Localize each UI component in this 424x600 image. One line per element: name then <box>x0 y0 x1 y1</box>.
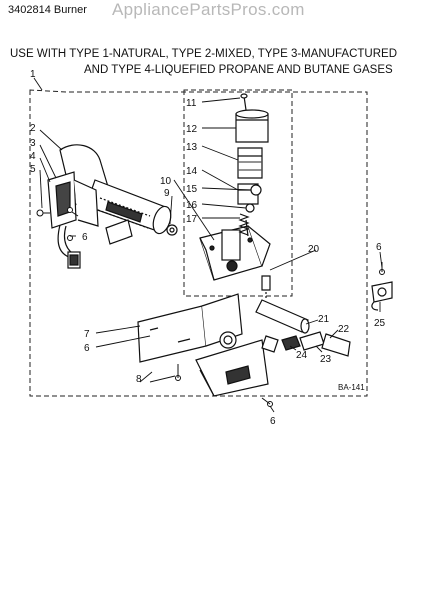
callout-20: 20 <box>308 244 320 255</box>
callout-14: 14 <box>186 166 198 177</box>
callout-8: 8 <box>136 374 142 385</box>
callout-6: 6 <box>376 242 382 253</box>
callout-9: 9 <box>164 188 170 199</box>
callout-25: 25 <box>374 318 386 329</box>
callout-3: 3 <box>30 138 36 149</box>
pipe-clip <box>371 281 393 311</box>
callout-6: 6 <box>270 416 276 427</box>
watermark: AppliancePartsPros.com <box>112 0 305 19</box>
callout-22: 22 <box>338 324 350 335</box>
callout-5: 5 <box>30 164 36 175</box>
gas-type-note-line-2: AND TYPE 4-LIQUEFIED PROPANE AND BUTANE … <box>84 64 393 76</box>
callout-7: 7 <box>84 329 90 340</box>
igniter-wire <box>57 224 81 269</box>
callout-13: 13 <box>186 142 198 153</box>
callout-16: 16 <box>186 200 198 211</box>
callout-23: 23 <box>320 354 332 365</box>
callout-15: 15 <box>186 184 198 195</box>
callout-1: 1 <box>30 69 36 80</box>
gas-type-note-line-1: USE WITH TYPE 1-NATURAL, TYPE 2-MIXED, T… <box>10 48 398 60</box>
callout-24: 24 <box>296 350 308 361</box>
gas-pipe <box>255 275 310 334</box>
callout-6: 6 <box>82 232 88 243</box>
callout-21: 21 <box>318 314 330 325</box>
valve-subassembly-outline <box>183 89 293 297</box>
burner-bracket <box>47 171 99 229</box>
nut <box>166 224 178 236</box>
valve-internals <box>238 93 262 237</box>
mounting-plate <box>195 331 269 397</box>
orifice-fitting <box>261 331 351 357</box>
part-code: 3402814 Burner <box>8 4 87 16</box>
callout-10: 10 <box>160 176 172 187</box>
gas-valve <box>199 225 271 281</box>
assembly-outline <box>29 89 368 397</box>
burner-plate <box>105 219 133 245</box>
diagram-code: BA-141 <box>338 383 365 392</box>
callout-6: 6 <box>84 343 90 354</box>
callout-2: 2 <box>30 123 36 134</box>
callout-12: 12 <box>186 124 198 135</box>
leader-lines <box>33 77 383 413</box>
callout-4: 4 <box>30 151 36 162</box>
callout-11: 11 <box>186 98 197 109</box>
callout-17: 17 <box>186 214 198 225</box>
